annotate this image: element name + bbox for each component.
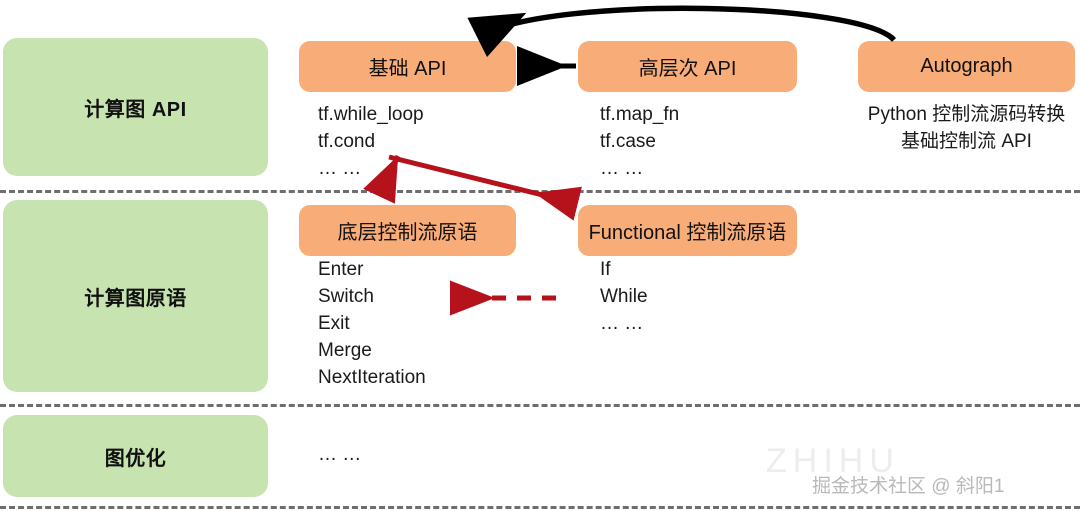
divider-bottom [0, 506, 1080, 509]
node-autograph[interactable]: Autograph [858, 41, 1075, 92]
list-item: Merge [318, 340, 372, 361]
layer-box-graph-api: 计算图 API [3, 38, 268, 176]
node-label: 基础 API [368, 58, 447, 80]
list-item: … … [318, 444, 362, 465]
list-basic-api: tf.while_loop tf.cond … … [318, 101, 424, 182]
list-functional-primitives: If While … … [600, 256, 648, 337]
list-item: If [600, 259, 611, 280]
node-label: 底层控制流原语 [337, 222, 478, 244]
list-item: Exit [318, 313, 350, 334]
list-graph-optimize: … … [318, 441, 361, 468]
list-item: Python 控制流源码转换 [867, 104, 1066, 125]
list-item: … … [318, 158, 362, 179]
watermark-label: 掘金技术社区 @ 斜阳1 [812, 476, 1005, 497]
list-item: Switch [318, 286, 374, 307]
layer-label: 计算图原语 [84, 287, 187, 310]
list-item: NextIteration [318, 367, 426, 388]
list-highlevel-api: tf.map_fn tf.case … … [600, 101, 679, 182]
list-item: tf.while_loop [318, 104, 424, 125]
list-lowlevel-primitives: Enter Switch Exit Merge NextIteration [318, 256, 426, 391]
arrow-autograph-to-basic [467, 5, 897, 58]
node-highlevel-api[interactable]: 高层次 API [578, 41, 797, 92]
divider-primitives-optimize [0, 404, 1080, 407]
layer-box-graph-optimize: 图优化 [3, 415, 268, 497]
list-autograph: Python 控制流源码转换 基础控制流 API [858, 101, 1075, 155]
list-item: tf.case [600, 131, 656, 152]
node-functional-primitives[interactable]: Functional 控制流原语 [578, 205, 797, 256]
list-item: While [600, 286, 648, 307]
list-item: … … [600, 313, 644, 334]
layer-box-graph-primitives: 计算图原语 [3, 200, 268, 392]
node-lowlevel-primitives[interactable]: 底层控制流原语 [299, 205, 516, 256]
list-item: tf.cond [318, 131, 376, 152]
list-item: 基础控制流 API [901, 131, 1032, 152]
list-item: Enter [318, 259, 364, 280]
node-label: Functional 控制流原语 [588, 222, 787, 244]
watermark-ghost: ZHIHU [766, 442, 900, 480]
divider-api-primitives [0, 190, 1080, 193]
node-label: Autograph [920, 55, 1013, 77]
list-item: … … [600, 158, 644, 179]
list-item: tf.map_fn [600, 104, 680, 125]
layer-label: 计算图 API [84, 98, 187, 121]
node-label: 高层次 API [638, 58, 737, 80]
node-basic-api[interactable]: 基础 API [299, 41, 516, 92]
layer-label: 图优化 [104, 447, 167, 470]
